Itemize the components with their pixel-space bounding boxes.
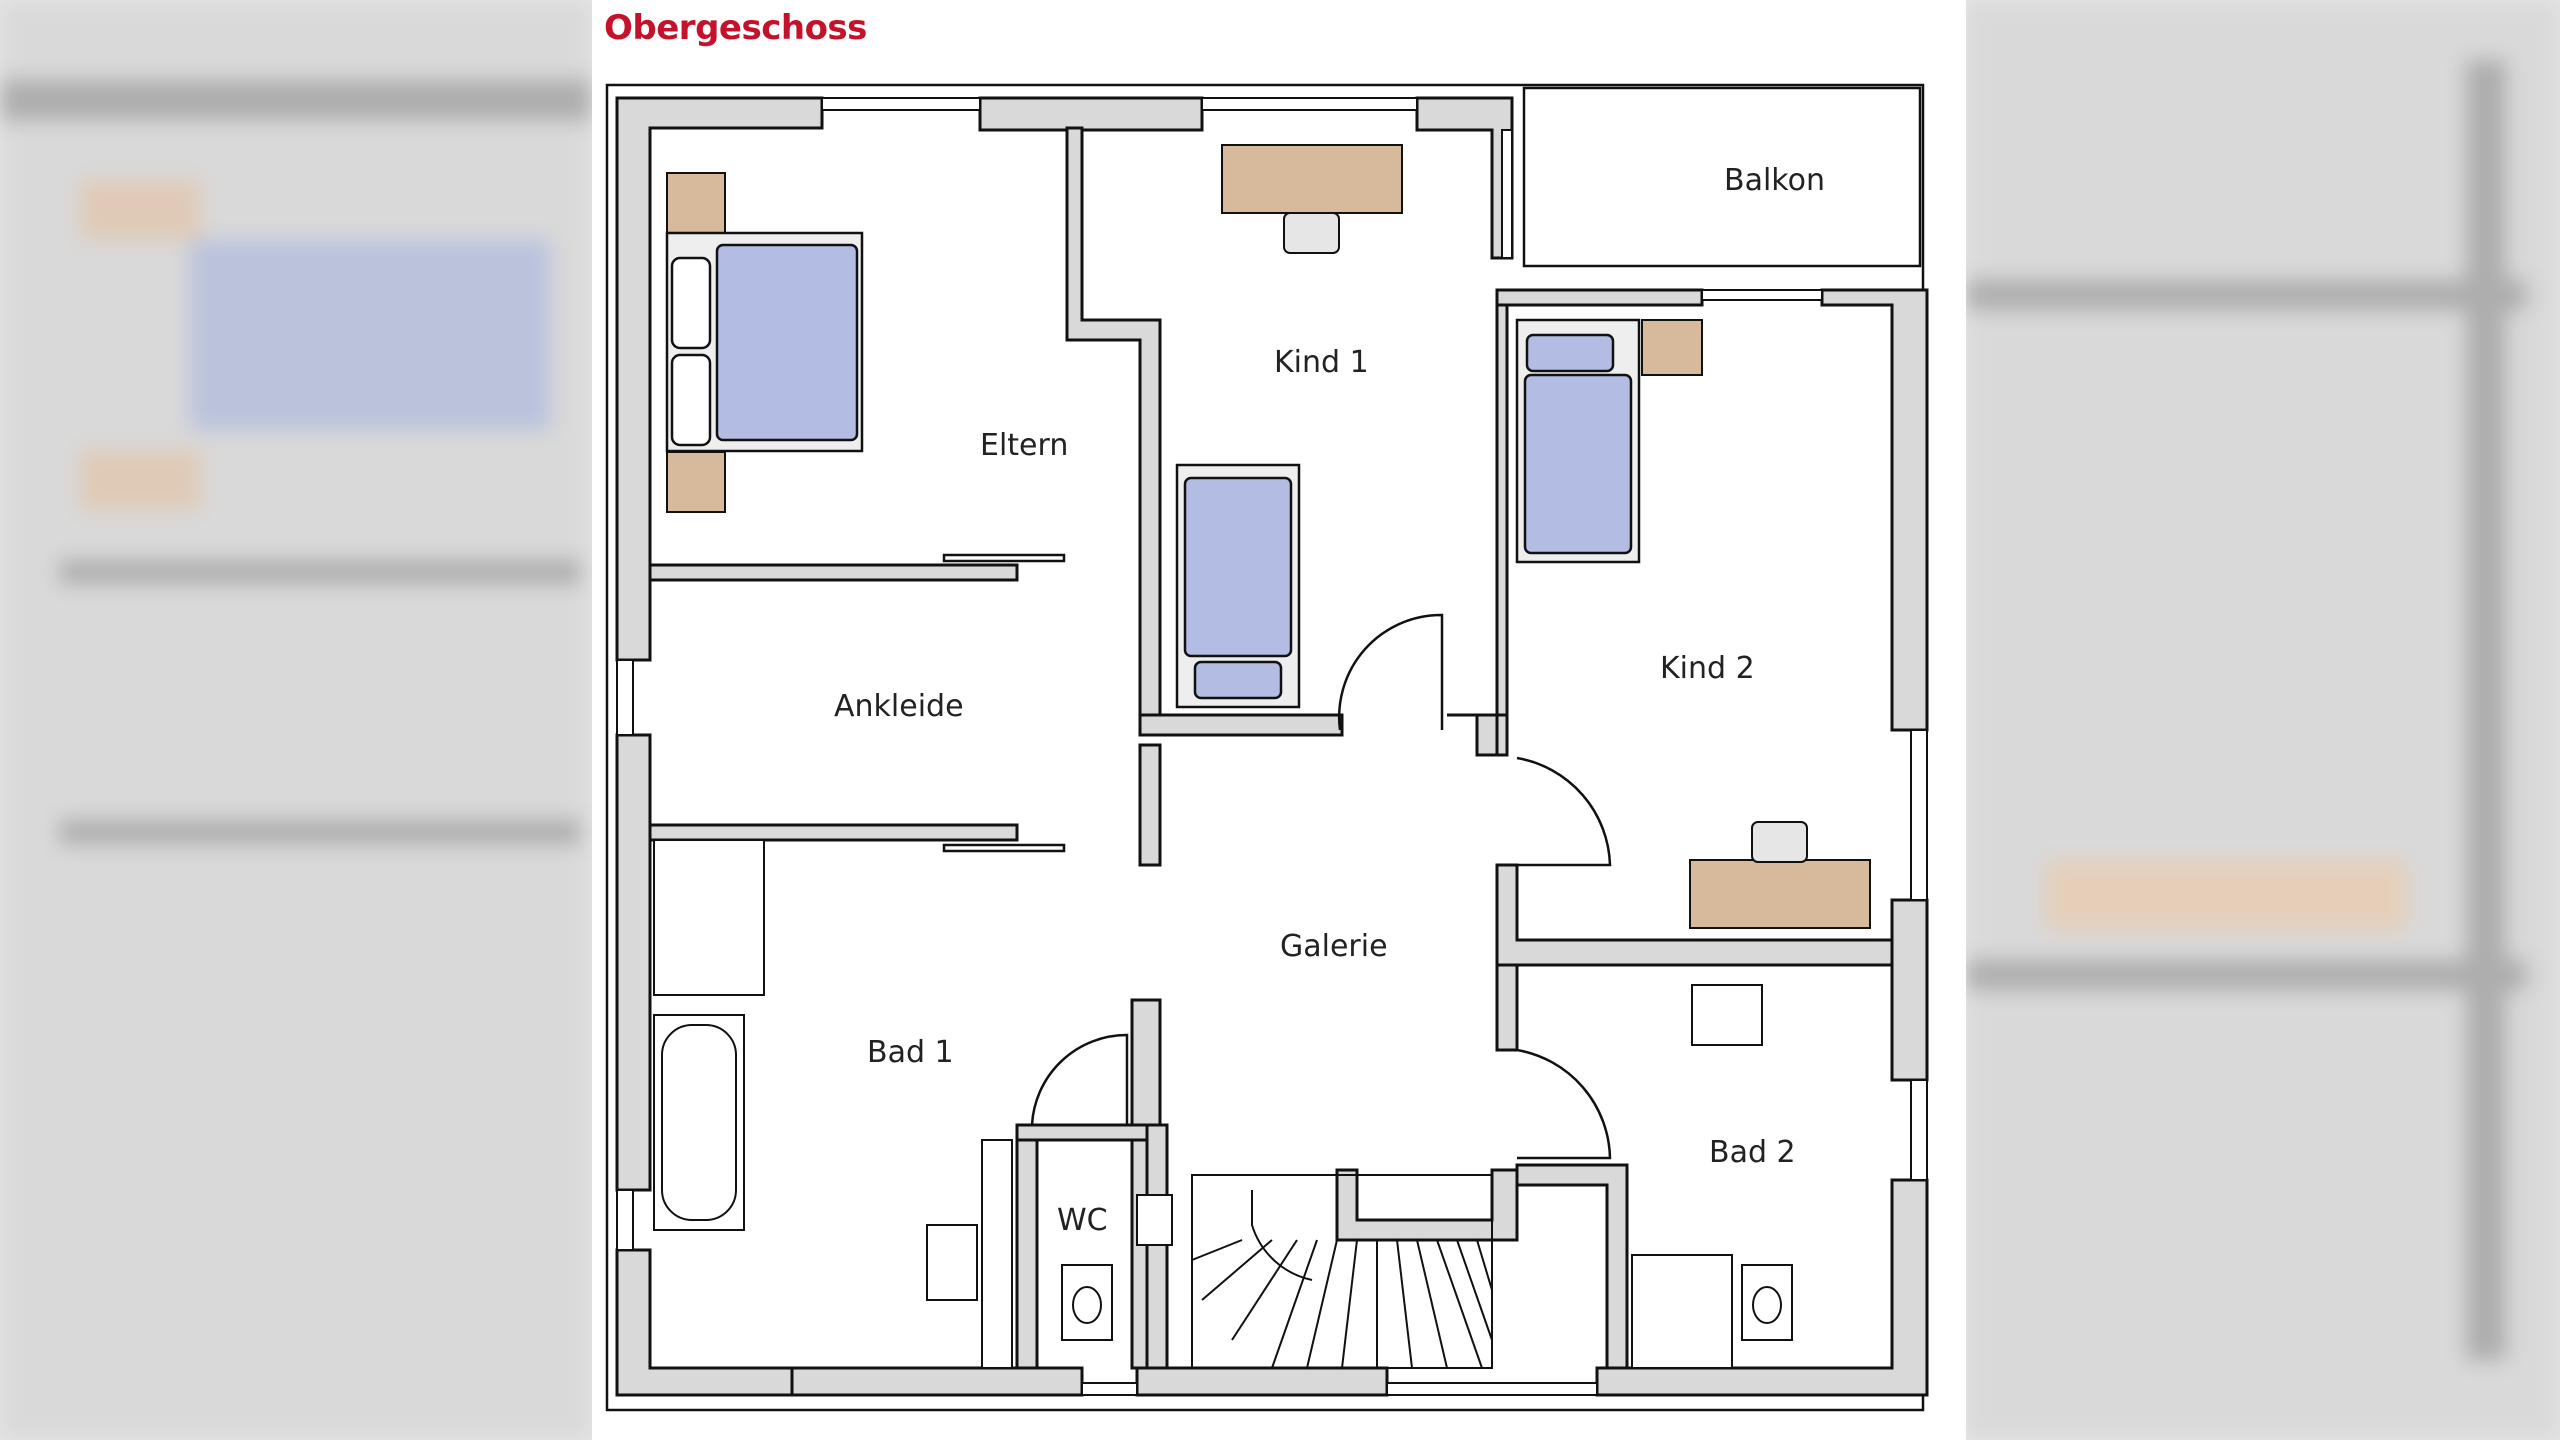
bed-kind2-pillow <box>1525 333 1615 373</box>
bathtub-basin <box>661 1024 737 1221</box>
floorplan-title: Obergeschoss <box>604 8 867 48</box>
room-label-balkon: Balkon <box>1724 163 1825 198</box>
blurred-background-right <box>1966 0 2560 1440</box>
blurred-bed-shape <box>190 240 550 430</box>
bed-kind1-pillow <box>1193 660 1283 700</box>
window <box>1201 97 1418 111</box>
floorplan-drawing: Balkon Kind 1 Eltern Kind 2 Ankleide Gal… <box>605 83 1929 1412</box>
wall <box>648 563 1019 582</box>
window <box>1701 289 1823 301</box>
blurred-wall-shape <box>1966 280 2526 310</box>
wall <box>1415 96 1514 260</box>
room-label-wc: WC <box>1057 1203 1108 1238</box>
nightstand-kind2 <box>1641 319 1703 376</box>
room-label-bad1: Bad 1 <box>867 1035 954 1070</box>
blurred-furniture-shape <box>80 450 200 510</box>
wall <box>615 733 652 1192</box>
wall <box>648 823 1019 842</box>
bed-kind2-duvet <box>1523 373 1633 555</box>
room-label-ankleide: Ankleide <box>834 689 964 724</box>
counter-bad1 <box>981 1139 1013 1369</box>
blurred-furniture-shape <box>80 180 200 240</box>
staircase <box>1191 1174 1493 1369</box>
blurred-wall-shape <box>1966 960 2526 990</box>
balcony-outline <box>1522 86 1922 268</box>
door-swing-kind1 <box>1337 613 1444 731</box>
wall <box>1335 1168 1519 1242</box>
door-swing-wc <box>1030 1033 1129 1126</box>
wall <box>1145 1123 1169 1370</box>
window <box>1501 129 1513 259</box>
sliding-door <box>942 843 1066 853</box>
wall <box>1015 1123 1149 1142</box>
window <box>616 1189 634 1251</box>
desk-kind1 <box>1221 144 1403 214</box>
nightstand-bottom <box>666 451 726 513</box>
wall <box>1495 288 1704 307</box>
bad2-washbasin <box>1691 984 1763 1046</box>
wall <box>1138 713 1344 737</box>
wall <box>1138 743 1162 867</box>
bad2-shower <box>1631 1254 1733 1369</box>
wall <box>1475 713 1499 757</box>
window <box>1081 1382 1138 1396</box>
blurred-desk-shape <box>2046 860 2406 930</box>
bad2-toilet-bowl <box>1752 1286 1782 1324</box>
shower-tray <box>653 839 765 996</box>
wall <box>1495 303 1509 757</box>
door-swing-kind2 <box>1516 756 1612 867</box>
desk-kind2 <box>1689 859 1871 929</box>
wall <box>1890 898 1929 1082</box>
wall <box>978 96 1204 132</box>
room-label-eltern: Eltern <box>980 428 1068 463</box>
blurred-background-left <box>0 0 592 1440</box>
wall <box>1515 1163 1629 1370</box>
wall <box>1015 1128 1039 1370</box>
blurred-wall-shape <box>60 820 580 844</box>
blurred-wall-shape <box>2466 60 2506 1360</box>
wall <box>1065 126 1162 717</box>
window <box>1910 1079 1928 1181</box>
bed-eltern-duvet <box>715 243 859 442</box>
pillow <box>670 256 712 350</box>
wall <box>1135 1366 1389 1397</box>
window <box>1386 1382 1598 1396</box>
wc-toilet-bowl <box>1072 1286 1102 1324</box>
wall <box>790 1366 1084 1397</box>
window <box>616 659 634 736</box>
wall <box>1820 288 1929 732</box>
chair-kind2 <box>1751 821 1808 863</box>
sliding-door <box>942 553 1066 563</box>
floorplan-card: Obergeschoss <box>592 0 1966 1440</box>
wall <box>615 1248 794 1397</box>
nightstand-top <box>666 172 726 234</box>
door-swing-bad2 <box>1516 1048 1612 1160</box>
washbasin-bad1 <box>926 1224 978 1301</box>
bed-kind1-duvet <box>1183 476 1293 658</box>
room-label-galerie: Galerie <box>1280 929 1388 964</box>
wc-washbasin <box>1136 1194 1173 1246</box>
room-label-bad2: Bad 2 <box>1709 1135 1796 1170</box>
wall <box>1495 963 1519 1052</box>
blurred-wall-shape <box>0 80 592 120</box>
blurred-wall-shape <box>60 560 580 584</box>
window <box>821 97 981 111</box>
chair-kind1 <box>1283 212 1340 254</box>
room-label-kind2: Kind 2 <box>1660 651 1755 686</box>
window <box>1910 729 1928 901</box>
pillow <box>670 353 712 447</box>
room-label-kind1: Kind 1 <box>1274 345 1369 380</box>
